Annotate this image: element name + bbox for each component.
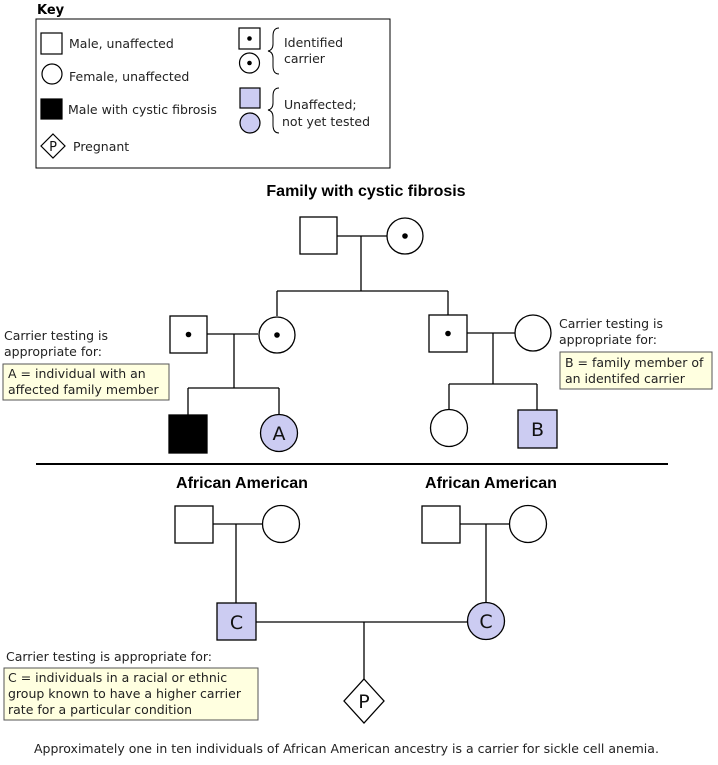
aa-note: Carrier testing is appropriate for: <box>6 649 212 664</box>
key-male-cf-label: Male with cystic fibrosis <box>68 102 217 117</box>
note-box-a <box>2 363 170 401</box>
grandmother-carrier <box>386 217 424 255</box>
key-untested-label-1: Unaffected; <box>284 97 357 112</box>
note-box-c <box>3 667 259 721</box>
aa-son-c-untested: C <box>216 602 257 641</box>
cf-family-pedigree: Family with cystic fibrosis A <box>2 183 713 454</box>
aa-right-father-unaffected <box>421 505 461 544</box>
key-male-unaffected-symbol <box>40 32 63 55</box>
aa-right-title: African American <box>425 475 557 492</box>
key-male-cf-symbol <box>40 98 63 120</box>
footer-caption: Approximately one in ten individuals of … <box>34 741 659 756</box>
key-carrier-brace <box>267 27 280 75</box>
key-untested-label-2: not yet tested <box>282 114 370 129</box>
note-box-b-line-1: B = family member of <box>565 355 704 370</box>
left-mother-carrier <box>258 316 296 354</box>
note-box-b-line-2: an identifed carrier <box>565 371 686 386</box>
right-mother-unaffected <box>514 314 552 352</box>
key-panel: Key Male, unaffected Female, unaffected … <box>35 3 391 169</box>
aa-family-pedigree: African American African American C C P … <box>3 475 557 724</box>
right-note-line-1: Carrier testing is <box>559 316 663 331</box>
aa-left-title: African American <box>176 475 308 492</box>
note-box-a-line-2: affected family member <box>8 382 160 397</box>
grandfather-unaffected <box>299 216 338 255</box>
label-c-right: C <box>479 611 492 633</box>
left-father-carrier <box>169 315 208 354</box>
key-carrier-male-symbol <box>238 27 261 50</box>
key-female-unaffected-label: Female, unaffected <box>69 69 189 84</box>
key-untested-brace <box>267 87 280 134</box>
svg-text:P: P <box>49 140 57 155</box>
key-female-unaffected-symbol <box>41 63 63 85</box>
son-b-untested: B <box>517 409 558 449</box>
key-carrier-label-2: carrier <box>284 51 326 66</box>
label-c-left: C <box>230 612 243 634</box>
left-note-line-2: appropriate for: <box>4 344 102 359</box>
aa-right-mother-unaffected <box>508 504 548 544</box>
label-a: A <box>273 423 286 445</box>
daughter-a-untested: A <box>259 413 299 453</box>
key-border <box>35 18 391 169</box>
key-carrier-female-symbol <box>238 52 261 74</box>
key-male-unaffected-label: Male, unaffected <box>69 36 174 51</box>
aa-daughter-c-untested: C <box>466 601 506 641</box>
aa-left-father-unaffected <box>174 505 214 544</box>
key-untested-male-symbol <box>239 87 261 109</box>
note-box-a-line-1: A = individual with an <box>8 366 146 381</box>
label-b: B <box>531 419 544 441</box>
note-box-c-line-3: rate for a particular condition <box>8 702 192 717</box>
key-untested-female-symbol <box>239 112 261 134</box>
key-title: Key <box>37 3 65 18</box>
aa-left-mother-unaffected <box>261 504 301 544</box>
pregnancy-label: P <box>358 691 369 713</box>
note-box-c-line-2: group known to have a higher carrier <box>8 686 242 701</box>
key-carrier-label-1: Identified <box>284 35 343 50</box>
son-with-cystic-fibrosis <box>168 414 208 454</box>
right-father-carrier <box>428 314 468 353</box>
note-box-c-line-1: C = individuals in a racial or ethnic <box>8 670 227 685</box>
right-daughter-unaffected <box>429 408 469 448</box>
cf-family-title: Family with cystic fibrosis <box>266 183 465 200</box>
right-note-line-2: appropriate for: <box>559 332 657 347</box>
left-note-line-1: Carrier testing is <box>4 328 108 343</box>
key-pregnant-symbol: P <box>40 133 66 159</box>
pregnancy-symbol: P <box>343 678 385 724</box>
note-box-b <box>559 351 713 390</box>
key-pregnant-label: Pregnant <box>73 139 129 154</box>
